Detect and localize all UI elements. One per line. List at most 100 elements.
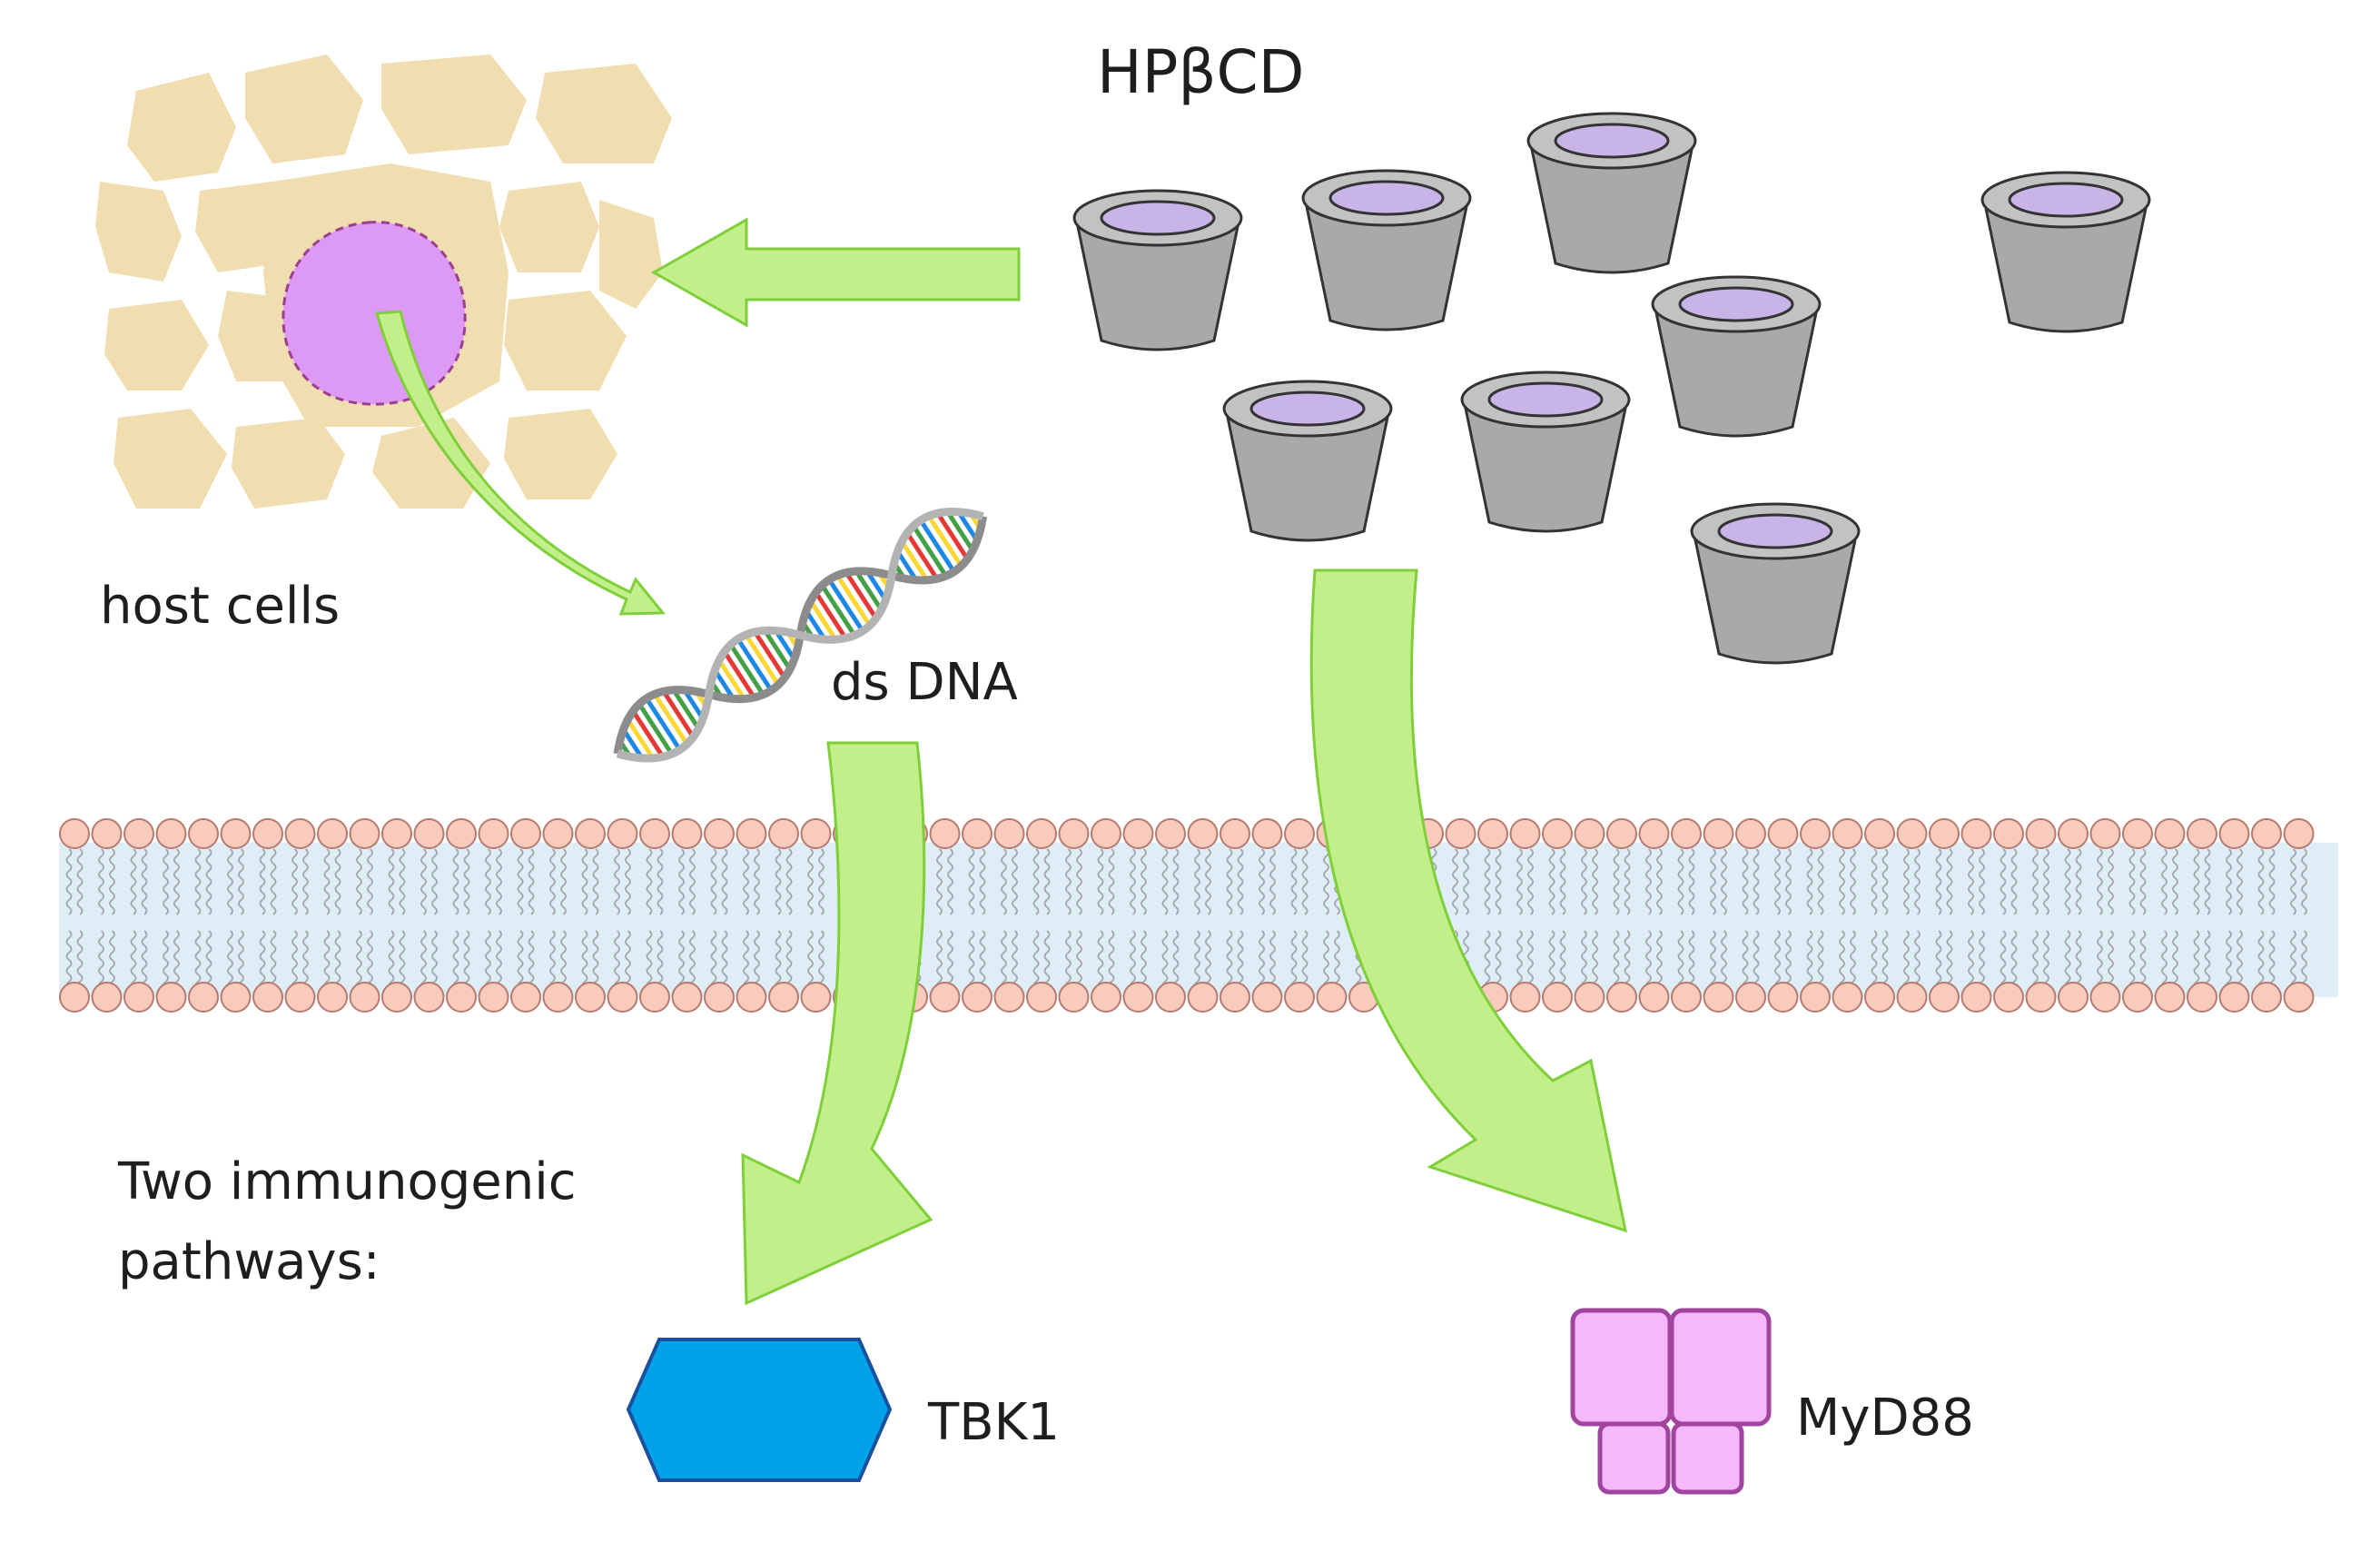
lipid-tail bbox=[388, 930, 395, 990]
lipid-head bbox=[413, 982, 445, 1013]
lipid-head bbox=[2283, 818, 2315, 849]
lipid-tail bbox=[1710, 848, 1716, 915]
lipid-head bbox=[1703, 982, 1734, 1013]
lipid-tail bbox=[2226, 930, 2232, 990]
lipid-head bbox=[671, 818, 703, 849]
lipid-head bbox=[59, 818, 90, 849]
lipid-head bbox=[1993, 818, 2024, 849]
lipid-tail bbox=[2064, 930, 2071, 990]
lipid-head bbox=[1735, 982, 1766, 1013]
lipid-tail bbox=[1677, 930, 1684, 990]
lipid-tail bbox=[130, 848, 137, 915]
lipid-tail bbox=[614, 848, 620, 915]
lipid-tail bbox=[205, 848, 212, 915]
lipid-head bbox=[607, 982, 638, 1013]
lipid-tail bbox=[163, 930, 169, 990]
lipid-tail bbox=[1032, 930, 1040, 990]
lipid-tail bbox=[98, 930, 104, 990]
lipid-head bbox=[768, 982, 799, 1013]
lipid-head bbox=[1767, 818, 1799, 849]
lipid-tail bbox=[1290, 930, 1298, 990]
lipid-head bbox=[671, 982, 703, 1013]
lipid-head bbox=[1832, 982, 1863, 1013]
lipid-tail bbox=[1839, 848, 1845, 915]
lipid-tail bbox=[109, 848, 115, 915]
lipid-head bbox=[704, 982, 735, 1013]
lipid-tail bbox=[1839, 930, 1845, 990]
lipid-tail bbox=[2108, 930, 2114, 990]
lipid-tail bbox=[1516, 848, 1523, 915]
lipid-tail bbox=[1065, 848, 1071, 915]
lipid-tail bbox=[1710, 930, 1716, 990]
lipid-tail bbox=[1850, 930, 1856, 990]
lipid-tail bbox=[302, 848, 309, 915]
lipid-head bbox=[478, 982, 509, 1013]
lipid-head bbox=[800, 982, 832, 1013]
release-arrow bbox=[375, 310, 667, 616]
lipid-head bbox=[1058, 982, 1090, 1013]
lipid-head bbox=[446, 818, 477, 849]
lipid-head bbox=[349, 818, 380, 849]
lipid-head bbox=[91, 982, 123, 1013]
lipid-tail bbox=[367, 930, 373, 990]
dna-base-pair bbox=[814, 591, 847, 639]
lipid-tail bbox=[721, 930, 728, 990]
lipid-tail bbox=[334, 930, 341, 990]
lipid-tail bbox=[1613, 848, 1620, 915]
lipid-tail bbox=[1688, 930, 1695, 990]
lipid-tail bbox=[936, 930, 943, 990]
lipid-head bbox=[2025, 818, 2057, 849]
lipid-tail bbox=[1012, 848, 1018, 915]
dna-base-pair bbox=[763, 630, 792, 670]
lipid-tail bbox=[1592, 930, 1598, 990]
lipid-tail bbox=[2128, 848, 2136, 915]
hpbcd-to-myd88-arrow bbox=[1309, 568, 1627, 1233]
lipid-tail bbox=[2000, 848, 2007, 915]
lipid-tail bbox=[2161, 930, 2168, 990]
lipid-tail bbox=[775, 930, 782, 990]
lipid-tail bbox=[1097, 848, 1104, 915]
lipid-tail bbox=[1559, 848, 1566, 915]
lipid-tail bbox=[65, 930, 73, 990]
lipid-tail bbox=[2097, 848, 2103, 915]
lipid-tail bbox=[2043, 848, 2049, 915]
lipid-tail bbox=[1323, 930, 1329, 990]
lipid-tail bbox=[936, 848, 943, 915]
lipid-tail bbox=[678, 848, 685, 915]
lipid-head bbox=[510, 818, 541, 849]
lipid-tail bbox=[1012, 930, 1018, 990]
myd88-complex-icon bbox=[1570, 1308, 1772, 1495]
lipid-head bbox=[639, 818, 670, 849]
dna-base-pair bbox=[753, 631, 786, 679]
lipid-head bbox=[1284, 982, 1315, 1013]
lipid-tail bbox=[2290, 930, 2296, 990]
lipid-tail bbox=[517, 930, 524, 990]
lipid-tail bbox=[291, 930, 298, 990]
lipid-head bbox=[1960, 982, 1992, 1013]
lipid-head bbox=[1767, 982, 1799, 1013]
lipid-tail bbox=[979, 930, 986, 990]
lipid-tail bbox=[1753, 848, 1760, 915]
lipid-head bbox=[2187, 818, 2217, 849]
lipid-tail bbox=[2108, 848, 2114, 915]
lipid-tail bbox=[807, 930, 814, 990]
lipid-tail bbox=[227, 930, 233, 990]
lipid-tail bbox=[2268, 848, 2276, 915]
dna-base-pair bbox=[935, 512, 970, 560]
lipid-tail bbox=[2064, 848, 2071, 915]
lipid-head bbox=[381, 982, 412, 1013]
lipid-head bbox=[607, 818, 638, 849]
lipid-tail bbox=[238, 930, 244, 990]
lipid-head bbox=[381, 818, 412, 849]
lipid-tail bbox=[173, 930, 180, 990]
lipid-head bbox=[1122, 982, 1154, 1013]
lipid-bilayer-icon bbox=[59, 818, 2338, 1013]
lipid-tail bbox=[1194, 848, 1200, 915]
lipid-tail bbox=[1624, 848, 1631, 915]
lipid-tail bbox=[818, 930, 825, 990]
lipid-tail bbox=[431, 930, 438, 990]
lipid-head bbox=[1542, 818, 1573, 849]
lipid-tail bbox=[678, 930, 685, 990]
lipid-tail bbox=[2139, 930, 2147, 990]
